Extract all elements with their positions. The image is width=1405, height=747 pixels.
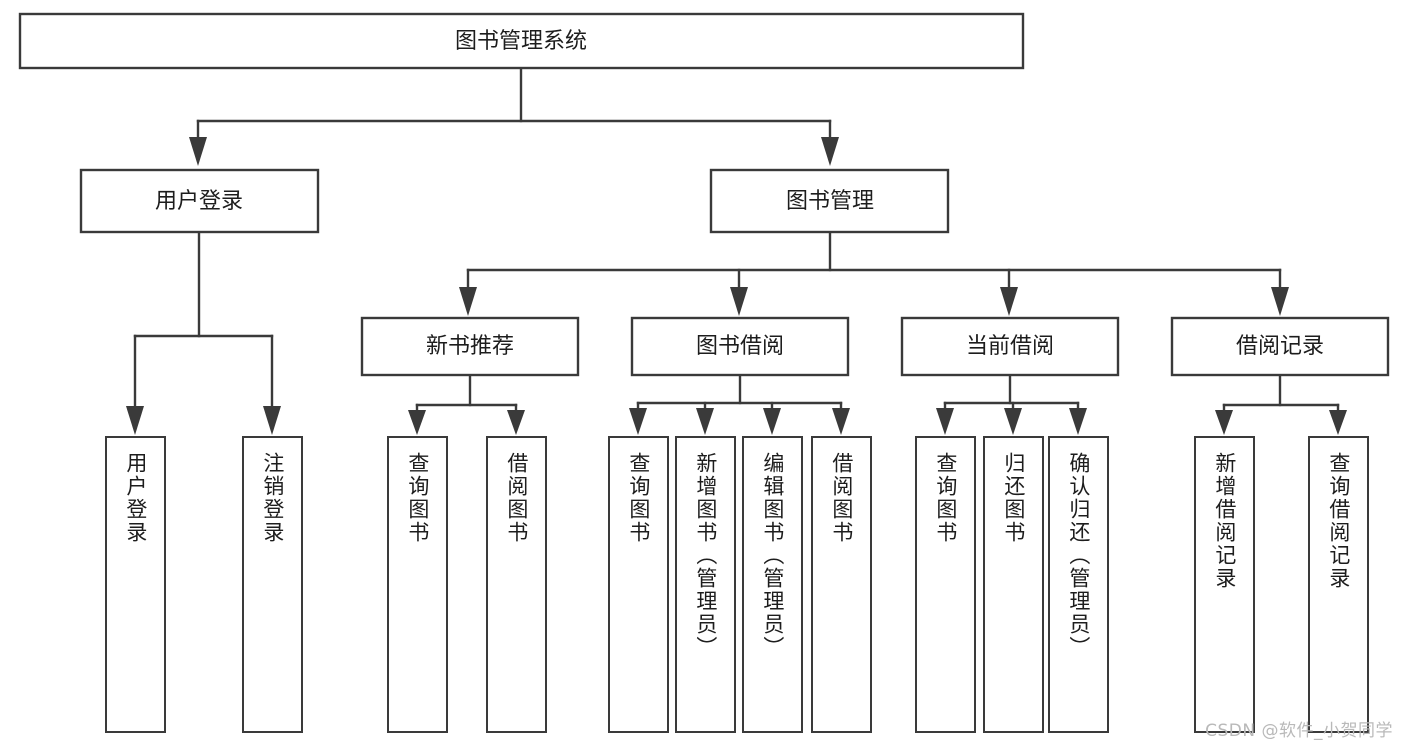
arrow-head-leaf-query-books-3 [936, 408, 954, 435]
arrow-head-current-borrow [1000, 287, 1018, 316]
arrow-head-leaf-query-books-2 [629, 408, 647, 435]
leaf-label-edit-book-admin: 编辑图书（管理员） [760, 452, 785, 659]
node-box-root[interactable] [18, 12, 1025, 70]
leaf-label-query-books-3: 查询图书 [933, 452, 958, 544]
arrow-head-leaf-user-login [126, 406, 144, 435]
leaf-box-add-borrow-record[interactable]: 新增借阅记录 [1194, 436, 1255, 733]
leaf-label-query-books-2: 查询图书 [626, 452, 651, 544]
connector-layer [126, 66, 1347, 435]
node-box-current-borrow[interactable] [900, 316, 1120, 377]
leaf-label-confirm-return-admin: 确认归还（管理员） [1066, 452, 1091, 659]
node-label-book-borrow: 图书借阅 [696, 334, 784, 359]
arrow-head-leaf-return-books [1004, 408, 1022, 435]
leaf-label-borrow-books-1: 借阅图书 [504, 452, 529, 544]
arrow-head-borrow-record [1271, 287, 1289, 316]
node-label-new-book-recommend: 新书推荐 [426, 334, 514, 359]
leaf-box-return-books[interactable]: 归还图书 [983, 436, 1044, 733]
leaf-box-query-books-1[interactable]: 查询图书 [387, 436, 448, 733]
leaf-label-query-borrow-record: 查询借阅记录 [1326, 452, 1351, 590]
arrow-head-new-book-recommend [459, 287, 477, 316]
leaf-box-user-login[interactable]: 用户登录 [105, 436, 166, 733]
leaf-label-add-book-admin: 新增图书（管理员） [693, 452, 718, 659]
arrow-head-book-borrow [730, 287, 748, 316]
node-box-book-management[interactable] [709, 168, 950, 234]
leaf-label-query-books-1: 查询图书 [405, 452, 430, 544]
leaf-box-query-borrow-record[interactable]: 查询借阅记录 [1308, 436, 1369, 733]
arrow-head-leaf-edit-book-admin [763, 408, 781, 435]
arrow-head-user-login [189, 137, 207, 166]
arrow-head-book-management [821, 137, 839, 166]
node-box-borrow-record[interactable] [1170, 316, 1390, 377]
node-box-book-borrow[interactable] [630, 316, 850, 377]
leaf-label-user-login: 用户登录 [123, 452, 148, 544]
leaf-label-logout-login: 注销登录 [260, 452, 285, 544]
arrow-head-leaf-query-borrow-record [1329, 410, 1347, 435]
arrow-head-leaf-borrow-books-1 [507, 410, 525, 435]
leaf-box-borrow-books-1[interactable]: 借阅图书 [486, 436, 547, 733]
arrow-head-leaf-add-book-admin [696, 408, 714, 435]
node-box-user-login[interactable] [79, 168, 320, 234]
leaf-box-logout-login[interactable]: 注销登录 [242, 436, 303, 733]
node-box-new-book-recommend[interactable] [360, 316, 580, 377]
node-label-book-management: 图书管理 [786, 189, 874, 214]
leaf-box-add-book-admin[interactable]: 新增图书（管理员） [675, 436, 736, 733]
leaf-box-query-books-3[interactable]: 查询图书 [915, 436, 976, 733]
node-label-current-borrow: 当前借阅 [966, 334, 1054, 359]
leaf-label-return-books: 归还图书 [1001, 452, 1026, 544]
node-label-user-login: 用户登录 [155, 189, 243, 214]
arrow-head-leaf-query-books-1 [408, 410, 426, 435]
leaf-box-query-books-2[interactable]: 查询图书 [608, 436, 669, 733]
arrow-head-leaf-confirm-return-admin [1069, 408, 1087, 435]
leaf-box-edit-book-admin[interactable]: 编辑图书（管理员） [742, 436, 803, 733]
csdn-watermark: CSDN @软件_小贺同学 [1205, 721, 1393, 741]
arrow-head-leaf-logout-login [263, 406, 281, 435]
node-layer: 图书管理系统 用户登录 图书管理 新书推荐 图书借阅 当前借阅 借阅记录 [18, 12, 1390, 377]
node-label-root: 图书管理系统 [455, 29, 587, 54]
arrow-head-leaf-add-borrow-record [1215, 410, 1233, 435]
leaf-box-confirm-return-admin[interactable]: 确认归还（管理员） [1048, 436, 1109, 733]
leaf-box-borrow-books-2[interactable]: 借阅图书 [811, 436, 872, 733]
arrow-head-leaf-borrow-books-2 [832, 408, 850, 435]
node-label-borrow-record: 借阅记录 [1236, 334, 1324, 359]
leaf-label-add-borrow-record: 新增借阅记录 [1212, 452, 1237, 590]
leaf-label-borrow-books-2: 借阅图书 [829, 452, 854, 544]
